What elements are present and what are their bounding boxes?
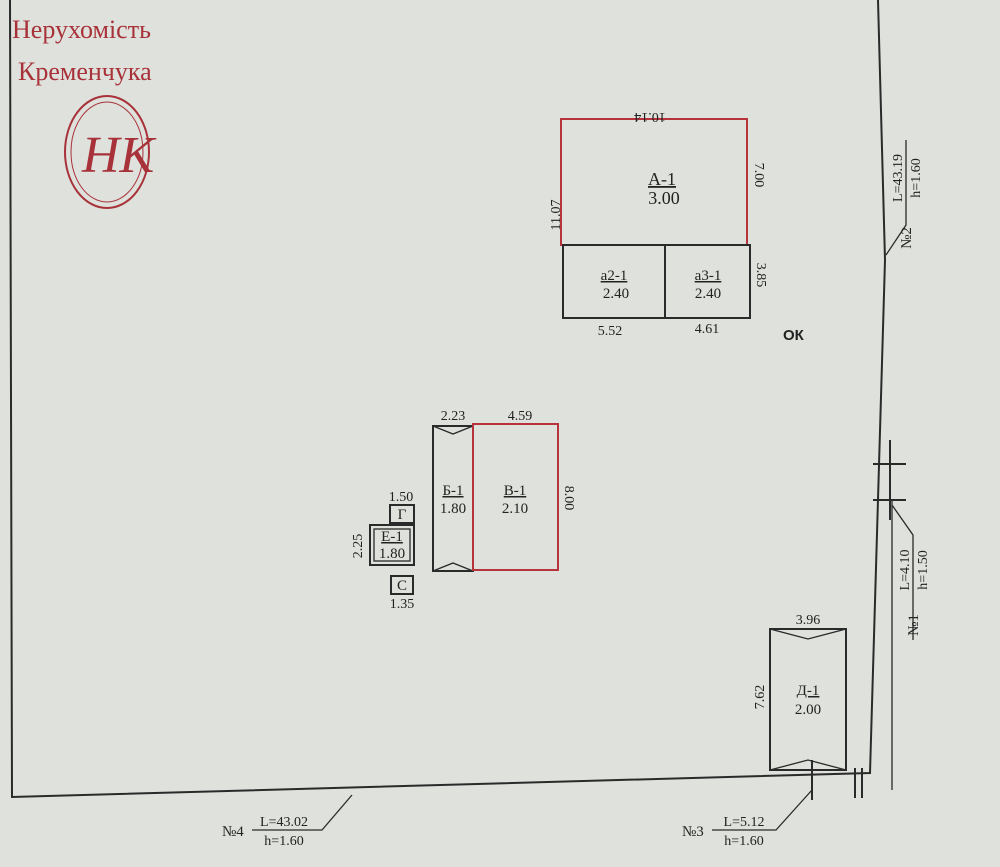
a2-bottom-dim: 5.52 bbox=[598, 324, 623, 339]
watermark-logo: Нерухомість Кременчука НК bbox=[12, 15, 157, 209]
fence-4-height: h=1.60 bbox=[264, 834, 303, 849]
b-top-dim: 2.23 bbox=[441, 409, 466, 424]
fence-4-number: №4 bbox=[222, 824, 244, 840]
fence-1-length: L=4.10 bbox=[898, 550, 913, 591]
a-top-dim: 10.14 bbox=[634, 109, 666, 124]
ok-label: ОК bbox=[783, 327, 805, 344]
fence-3-length: L=5.12 bbox=[724, 815, 765, 830]
a-value: 3.00 bbox=[648, 188, 680, 208]
fence-1-height: h=1.50 bbox=[916, 550, 931, 589]
a3-value: 2.40 bbox=[695, 286, 721, 302]
fence-3-height: h=1.60 bbox=[724, 834, 763, 849]
plot-boundary bbox=[9, 0, 893, 799]
fence-4-label: №4 L=43.02 h=1.60 bbox=[222, 815, 308, 849]
d-value: 2.00 bbox=[795, 702, 821, 718]
g-top-dim: 1.50 bbox=[389, 490, 414, 505]
d-top-dim: 3.96 bbox=[796, 613, 821, 628]
fence-2-length: L=43.19 bbox=[891, 154, 906, 202]
d-code: Д-1 bbox=[797, 683, 820, 699]
fence-3-label: №3 L=5.12 h=1.60 bbox=[682, 815, 764, 849]
e-value: 1.80 bbox=[379, 546, 405, 562]
fence-4-length: L=43.02 bbox=[260, 815, 308, 830]
fence-markers bbox=[252, 140, 914, 831]
building-b-v: 2.23 4.59 Б-1 1.80 В-1 2.10 8.00 bbox=[432, 409, 576, 572]
b-value: 1.80 bbox=[440, 501, 466, 517]
v-value: 2.10 bbox=[502, 501, 528, 517]
v-right-dim: 8.00 bbox=[561, 486, 576, 511]
s-bottom-dim: 1.35 bbox=[390, 597, 415, 612]
e-code: Е-1 bbox=[381, 529, 403, 545]
a-right-dim: 7.00 bbox=[751, 163, 766, 188]
fence-2-height: h=1.60 bbox=[909, 158, 924, 197]
a2-code: а2-1 bbox=[601, 268, 628, 284]
fence-2-number: №2 bbox=[899, 227, 915, 249]
fence-1-label: L=4.10 h=1.50 №1 bbox=[898, 550, 931, 636]
a-code: А-1 bbox=[648, 169, 676, 189]
a2-value: 2.40 bbox=[603, 286, 629, 302]
b-code: Б-1 bbox=[442, 483, 463, 499]
a3-code: а3-1 bbox=[695, 268, 722, 284]
watermark-monogram: НК bbox=[81, 127, 157, 184]
watermark-line2: Кременчука bbox=[18, 57, 152, 86]
small-structures: 1.50 Г 2.25 Е-1 1.80 С 1.35 bbox=[351, 490, 415, 612]
a3-bottom-dim: 4.61 bbox=[695, 322, 720, 337]
fence-3-number: №3 bbox=[682, 824, 704, 840]
fence-2-label: L=43.19 h=1.60 №2 bbox=[891, 154, 924, 249]
v-code: В-1 bbox=[504, 483, 527, 499]
watermark-line1: Нерухомість bbox=[12, 15, 151, 44]
building-a: 10.14 11.07 7.00 А-1 3.00 а2-1 2.40 а3-1… bbox=[549, 109, 768, 339]
s-code: С bbox=[397, 578, 407, 594]
d-left-dim: 7.62 bbox=[753, 685, 768, 710]
g-code: Г bbox=[398, 507, 407, 523]
fence-1-number: №1 bbox=[906, 614, 922, 636]
building-d: 3.96 7.62 Д-1 2.00 bbox=[753, 613, 847, 771]
a3-right-dim: 3.85 bbox=[753, 263, 768, 288]
a-left-dim: 11.07 bbox=[549, 200, 564, 231]
e-left-dim: 2.25 bbox=[351, 534, 366, 559]
v-top-dim: 4.59 bbox=[508, 409, 533, 424]
